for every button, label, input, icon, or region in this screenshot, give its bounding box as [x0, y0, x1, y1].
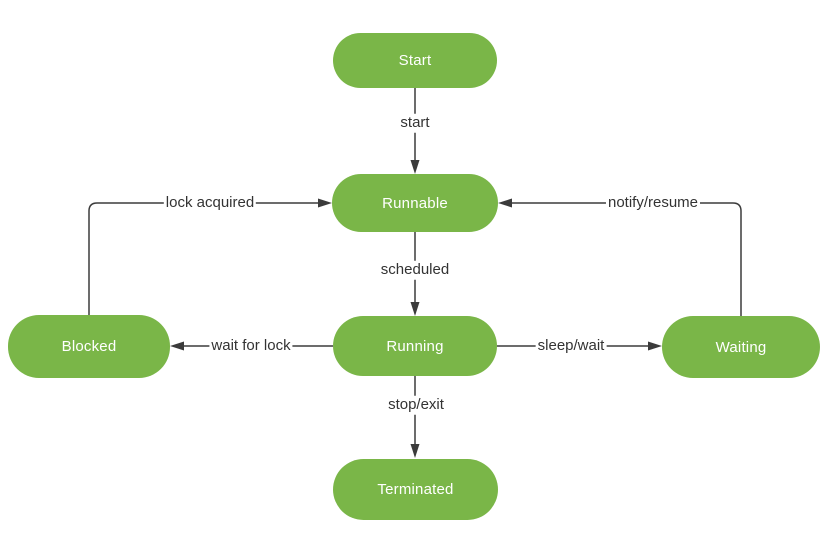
- edge-label-start: start: [398, 113, 432, 133]
- edge-label-scheduled: scheduled: [378, 260, 452, 280]
- state-node-runnable-label: Runnable: [382, 194, 448, 212]
- arrowhead-runnable-to-running: [410, 302, 420, 316]
- state-node-running: Running: [333, 316, 497, 376]
- state-node-waiting: Waiting: [662, 316, 820, 378]
- edge-blocked-to-runnable: [88, 202, 318, 315]
- state-node-start-label: Start: [398, 52, 432, 69]
- edge-label-wait-for-lock: wait for lock: [209, 336, 293, 356]
- arrowhead-waiting-to-runnable: [498, 198, 512, 208]
- arrowhead-blocked-to-runnable: [318, 198, 332, 208]
- edge-label-lock-acquired: lock acquired: [163, 193, 257, 213]
- edge-label-notify-resume: notify/resume: [605, 193, 701, 213]
- state-node-blocked-label: Blocked: [61, 338, 117, 355]
- edge-label-sleep-wait: sleep/wait: [535, 336, 607, 356]
- arrowhead-start-to-runnable: [410, 160, 420, 174]
- state-node-waiting-label: Waiting: [715, 338, 767, 356]
- arrowhead-running-to-blocked: [170, 341, 184, 351]
- arrowhead-running-to-terminated: [410, 444, 420, 458]
- state-node-running-label: Running: [386, 337, 444, 355]
- state-node-runnable: Runnable: [332, 174, 498, 232]
- arrowhead-running-to-waiting: [648, 341, 662, 351]
- state-node-terminated: Terminated: [333, 459, 498, 520]
- state-node-start: Start: [333, 33, 497, 88]
- state-node-blocked: Blocked: [8, 315, 170, 378]
- state-node-terminated-label: Terminated: [377, 481, 454, 498]
- edge-waiting-to-runnable: [512, 202, 742, 316]
- edge-label-stop-exit: stop/exit: [386, 395, 446, 415]
